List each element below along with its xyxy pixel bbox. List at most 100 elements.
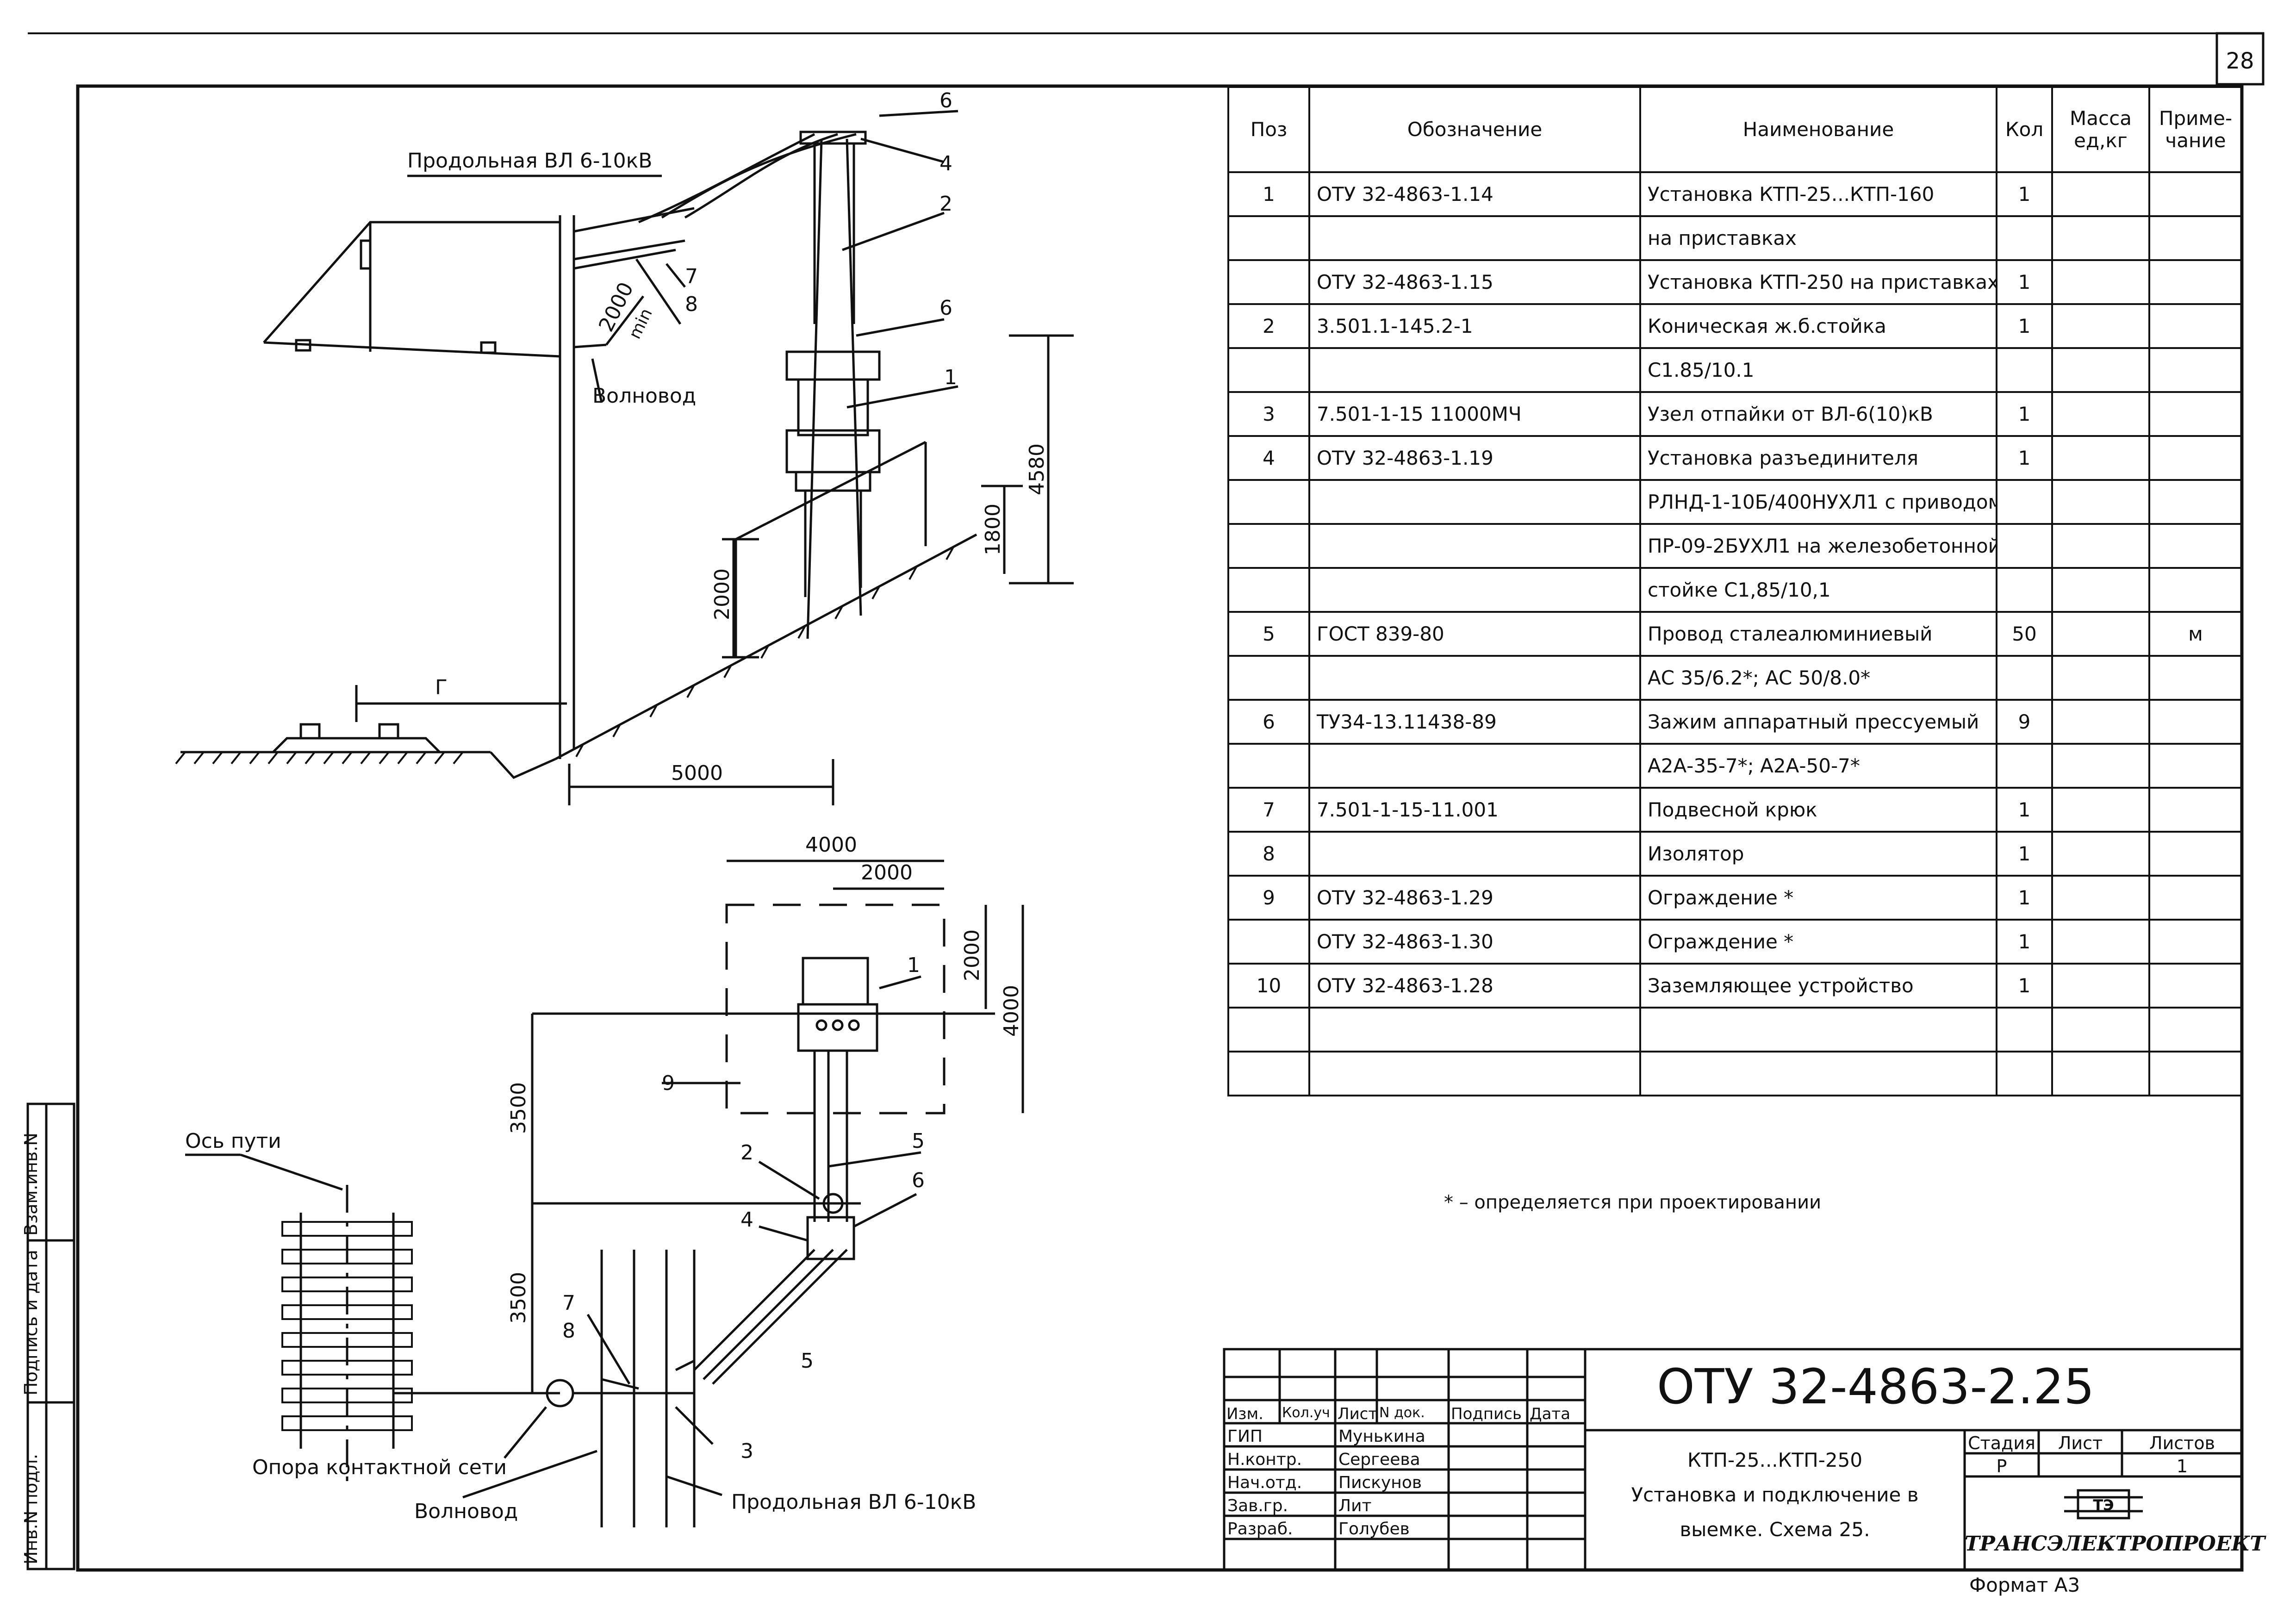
elevation-min-word: min [625, 305, 656, 342]
tb-header-list: Лист [1338, 1405, 1378, 1423]
spec-cell-pos: 6 [1227, 699, 1310, 745]
spec-cell-qty [1996, 215, 2053, 261]
spec-header-qty: Кол [1996, 86, 2053, 173]
spec-cell-code: ТУ34-13.11438-89 [1308, 699, 1641, 745]
spec-cell-name: Изолятор [1639, 831, 1997, 877]
plan-view [185, 859, 1024, 1527]
spec-cell-note [2148, 1007, 2243, 1052]
spec-row: стойке С1,85/10,1 [1227, 567, 2243, 613]
elevation-callout-7: 7 [685, 265, 698, 288]
spec-row: на приставках [1227, 215, 2243, 261]
spec-cell-pos: 2 [1227, 303, 1310, 349]
spec-cell-pos: 10 [1227, 963, 1310, 1009]
spec-cell-note [2148, 567, 2243, 613]
tb-name-razrab: Голубев [1338, 1520, 1410, 1538]
spec-cell-mass [2051, 303, 2150, 349]
spec-cell-qty: 1 [1996, 259, 2053, 305]
plan-callout-6: 6 [912, 1169, 925, 1192]
spec-cell-note [2148, 215, 2243, 261]
side-strip [26, 1102, 75, 1570]
spec-header-note: Приме-чание [2148, 86, 2243, 173]
elevation-callout-8: 8 [685, 293, 698, 316]
plan-dim-4000-side: 4000 [1000, 985, 1023, 1037]
tb-stage-value: Р [1996, 1456, 2007, 1476]
spec-row: А2А-35-7*; А2А-50-7* [1227, 743, 2243, 789]
tb-sheets-label: Листов [2149, 1433, 2215, 1453]
spec-cell-code: 7.501-1-15-11.001 [1308, 787, 1641, 833]
spec-cell-qty [1996, 347, 2053, 393]
spec-header-mass: Масса ед,кг [2051, 86, 2150, 173]
spec-cell-name: Подвесной крюк [1639, 787, 1997, 833]
spec-cell-pos: 9 [1227, 875, 1310, 921]
specification-table: Поз Обозначение Наименование Кол Масса е… [1227, 86, 2243, 1096]
spec-cell-note [2148, 655, 2243, 701]
elevation-labels: Продольная ВЛ 6-10кВ Волновод 2000 min Г… [407, 89, 1049, 785]
elevation-vl-label: Продольная ВЛ 6-10кВ [407, 149, 652, 173]
spec-cell-qty: 1 [1996, 391, 2053, 437]
spec-cell-name: АС 35/6.2*; АС 50/8.0* [1639, 655, 1997, 701]
spec-cell-pos: 1 [1227, 171, 1310, 217]
spec-cell-qty: 1 [1996, 831, 2053, 877]
elevation-callout-4: 4 [940, 152, 952, 175]
spec-header-code: Обозначение [1308, 86, 1641, 173]
spec-cell-code [1308, 215, 1641, 261]
spec-cell-name: А2А-35-7*; А2А-50-7* [1639, 743, 1997, 789]
spec-cell-name: Ограждение * [1639, 875, 1997, 921]
plan-dim-3500-b: 3500 [507, 1272, 530, 1324]
spec-cell-code: ОТУ 32-4863-1.30 [1308, 919, 1641, 965]
spec-row: РЛНД-1-10Б/400НУХЛ1 с приводом [1227, 479, 2243, 525]
spec-cell-qty: 1 [1996, 435, 2053, 481]
sheet-frame [28, 32, 2265, 1572]
plan-waveguide-label: Волновод [414, 1500, 518, 1523]
spec-cell-pos: 4 [1227, 435, 1310, 481]
elevation-callout-6b: 6 [940, 296, 952, 320]
spec-cell-code [1308, 1007, 1641, 1052]
spec-cell-pos [1227, 1007, 1310, 1052]
plan-callout-2: 2 [740, 1141, 753, 1165]
spec-cell-mass [2051, 435, 2150, 481]
tb-role-gip: ГИП [1227, 1427, 1263, 1446]
tb-company: ТРАНСЭЛЕКТРОПРОЕКТ [1965, 1532, 2265, 1556]
spec-cell-pos [1227, 1051, 1310, 1096]
spec-cell-qty [1996, 743, 2053, 789]
tb-role-razrab: Разраб. [1227, 1520, 1293, 1538]
spec-cell-mass [2051, 831, 2150, 877]
spec-cell-name: Установка разъединителя [1639, 435, 1997, 481]
plan-vl-label: Продольная ВЛ 6-10кВ [731, 1490, 976, 1514]
spec-cell-code: ОТУ 32-4863-1.15 [1308, 259, 1641, 305]
spec-cell-mass [2051, 875, 2150, 921]
spec-cell-qty: 1 [1996, 171, 2053, 217]
tb-name-nkontr: Сергеева [1338, 1450, 1420, 1469]
plan-callout-5a: 5 [912, 1129, 925, 1153]
spec-cell-note [2148, 303, 2243, 349]
plan-callout-8: 8 [562, 1319, 575, 1343]
spec-cell-name: на приставках [1639, 215, 1997, 261]
company-logo: ТЭ [2064, 1489, 2143, 1520]
spec-cell-pos [1227, 743, 1310, 789]
spec-cell-note [2148, 259, 2243, 305]
spec-cell-pos [1227, 479, 1310, 525]
spec-cell-mass [2051, 919, 2150, 965]
elevation-callout-2: 2 [940, 192, 952, 216]
spec-cell-note [2148, 435, 2243, 481]
spec-cell-note [2148, 699, 2243, 745]
spec-cell-qty: 1 [1996, 787, 2053, 833]
spec-cell-qty: 1 [1996, 963, 2053, 1009]
spec-row [1227, 1051, 2243, 1096]
spec-cell-code: ГОСТ 839-80 [1308, 611, 1641, 657]
spec-cell-mass [2051, 215, 2150, 261]
spec-cell-pos [1227, 919, 1310, 965]
spec-cell-qty [1996, 1051, 2053, 1096]
spec-cell-note [2148, 347, 2243, 393]
spec-cell-note [2148, 743, 2243, 789]
elevation-waveguide-label: Волновод [592, 384, 696, 408]
plan-callout-7: 7 [562, 1291, 575, 1315]
spec-cell-note [2148, 171, 2243, 217]
spec-cell-code [1308, 1051, 1641, 1096]
spec-cell-qty: 1 [1996, 875, 2053, 921]
spec-cell-note [2148, 523, 2243, 569]
